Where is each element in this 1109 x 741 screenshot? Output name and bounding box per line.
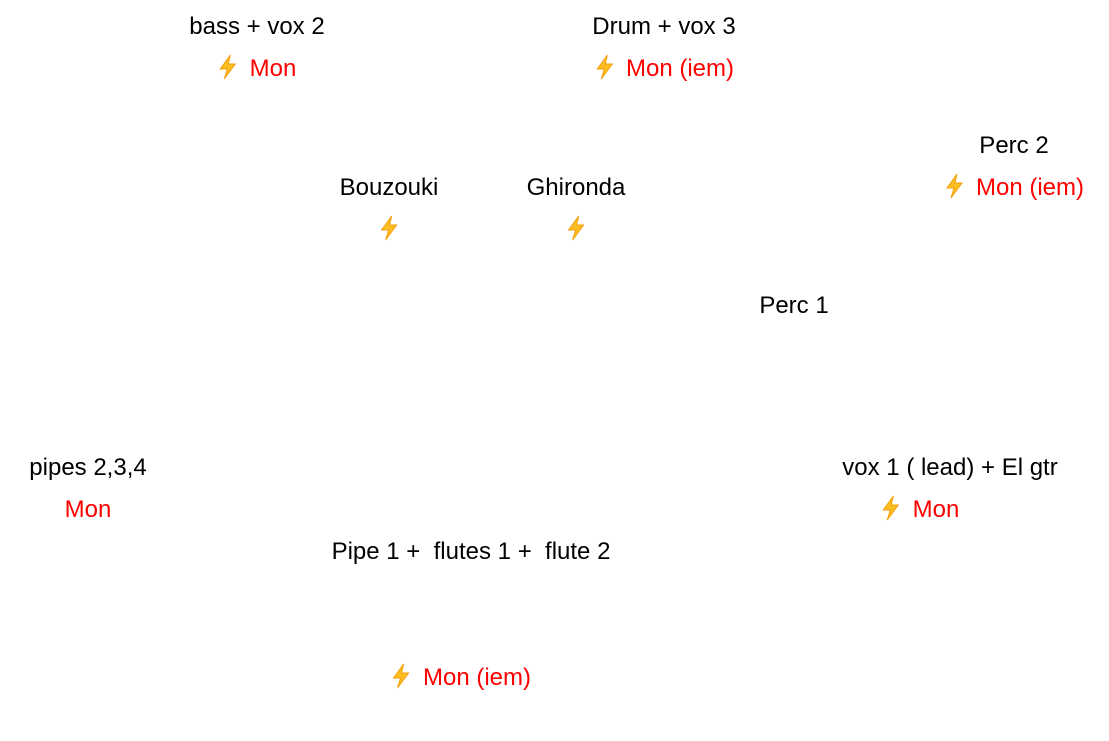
station-monitor-row: Mon [189, 48, 324, 90]
monitor-label: Mon (iem) [975, 174, 1085, 201]
power-outlet-icon [566, 215, 586, 241]
station-bass-vox-2: bass + vox 2 Mon [189, 6, 324, 90]
power-outlet-icon [594, 54, 614, 80]
power-outlet-icon [944, 173, 964, 199]
monitor-label: Mon (iem) [625, 55, 735, 82]
station-label: Perc 1 [759, 292, 829, 319]
station-label: Ghironda [526, 174, 626, 201]
station-perc-1: Perc 1 [759, 285, 828, 327]
power-outlet-icon [379, 215, 399, 241]
monitor-label: Mon [64, 496, 112, 523]
monitor-label: Mon [249, 55, 297, 82]
station-monitor-row [527, 209, 626, 251]
station-monitor-row: Mon [782, 489, 1057, 531]
station-drum-vox-3: Drum + vox 3 Mon (iem) [592, 6, 735, 90]
station-label: vox 1 ( lead) + El gtr [842, 454, 1058, 481]
station-monitor-row: Mon (iem) [312, 657, 611, 699]
power-outlet-icon [218, 54, 238, 80]
monitor-label: Mon (iem) [422, 664, 532, 691]
station-monitor-row: Mon (iem) [592, 48, 735, 90]
power-outlet-icon [881, 495, 901, 521]
station-pipe-1-flutes: Pipe 1 + flutes 1 + flute 2 Mon (iem) [332, 447, 611, 741]
monitor-label: Mon [912, 496, 960, 523]
station-label: Drum + vox 3 [592, 13, 736, 40]
station-label: Bouzouki [339, 174, 439, 201]
station-label: bass + vox 2 [189, 13, 325, 40]
station-pipes-2-3-4: pipes 2,3,4 Mon [29, 447, 146, 531]
station-label: Pipe 1 + flutes 1 + flute 2 [331, 538, 611, 565]
station-monitor-row [340, 209, 439, 251]
station-perc-2: Perc 2 Mon (iem) [944, 125, 1084, 209]
station-label: Perc 2 [979, 132, 1049, 159]
station-monitor-row: Mon (iem) [944, 167, 1084, 209]
station-vox-1-el-gtr: vox 1 ( lead) + El gtr Mon [842, 447, 1057, 531]
station-label: pipes 2,3,4 [29, 454, 147, 481]
power-outlet-icon [391, 663, 411, 689]
station-ghironda: Ghironda [526, 167, 626, 251]
station-bouzouki: Bouzouki [339, 167, 439, 251]
